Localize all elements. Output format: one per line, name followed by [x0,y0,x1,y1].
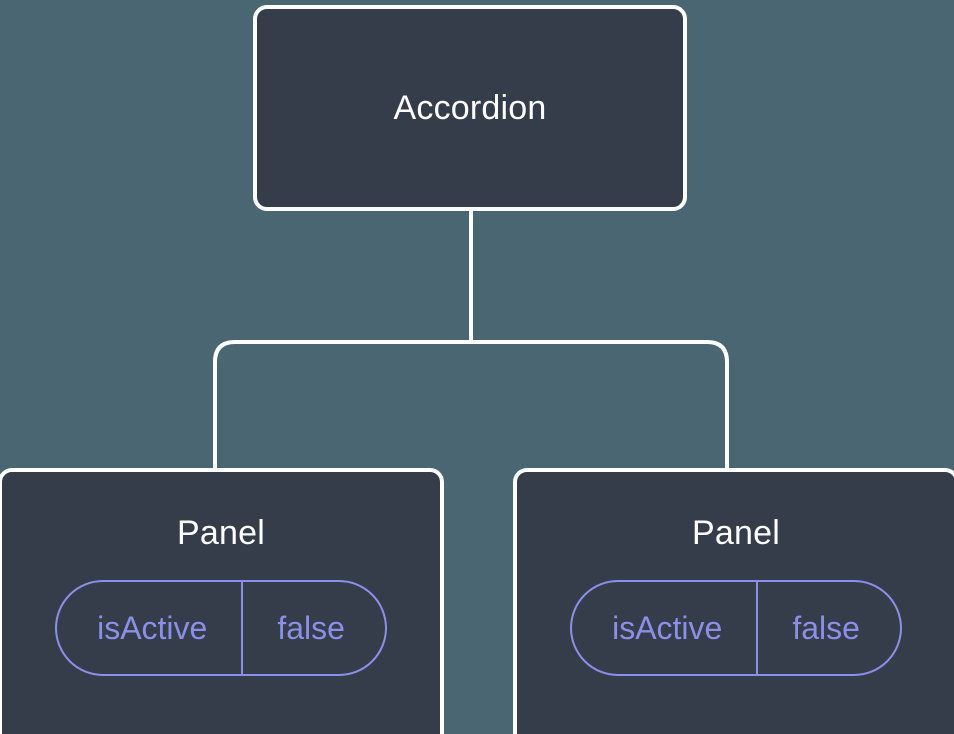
edge-branch-left [213,340,471,472]
prop-pill-isactive-right[interactable]: isActive false [570,580,902,676]
prop-key: isActive [612,610,723,646]
prop-value: false [241,582,385,674]
node-accordion[interactable]: Accordion [253,5,687,211]
node-panel-right-title: Panel [692,514,780,552]
node-panel-left-title: Panel [177,514,265,552]
prop-pill-isactive-left[interactable]: isActive false [55,580,387,676]
edge-branch-right [471,340,729,472]
node-accordion-title: Accordion [393,89,547,127]
prop-key: isActive [97,610,208,646]
prop-value: false [756,582,900,674]
node-panel-right[interactable]: Panel isActive false [513,468,954,734]
node-panel-left[interactable]: Panel isActive false [0,468,444,734]
